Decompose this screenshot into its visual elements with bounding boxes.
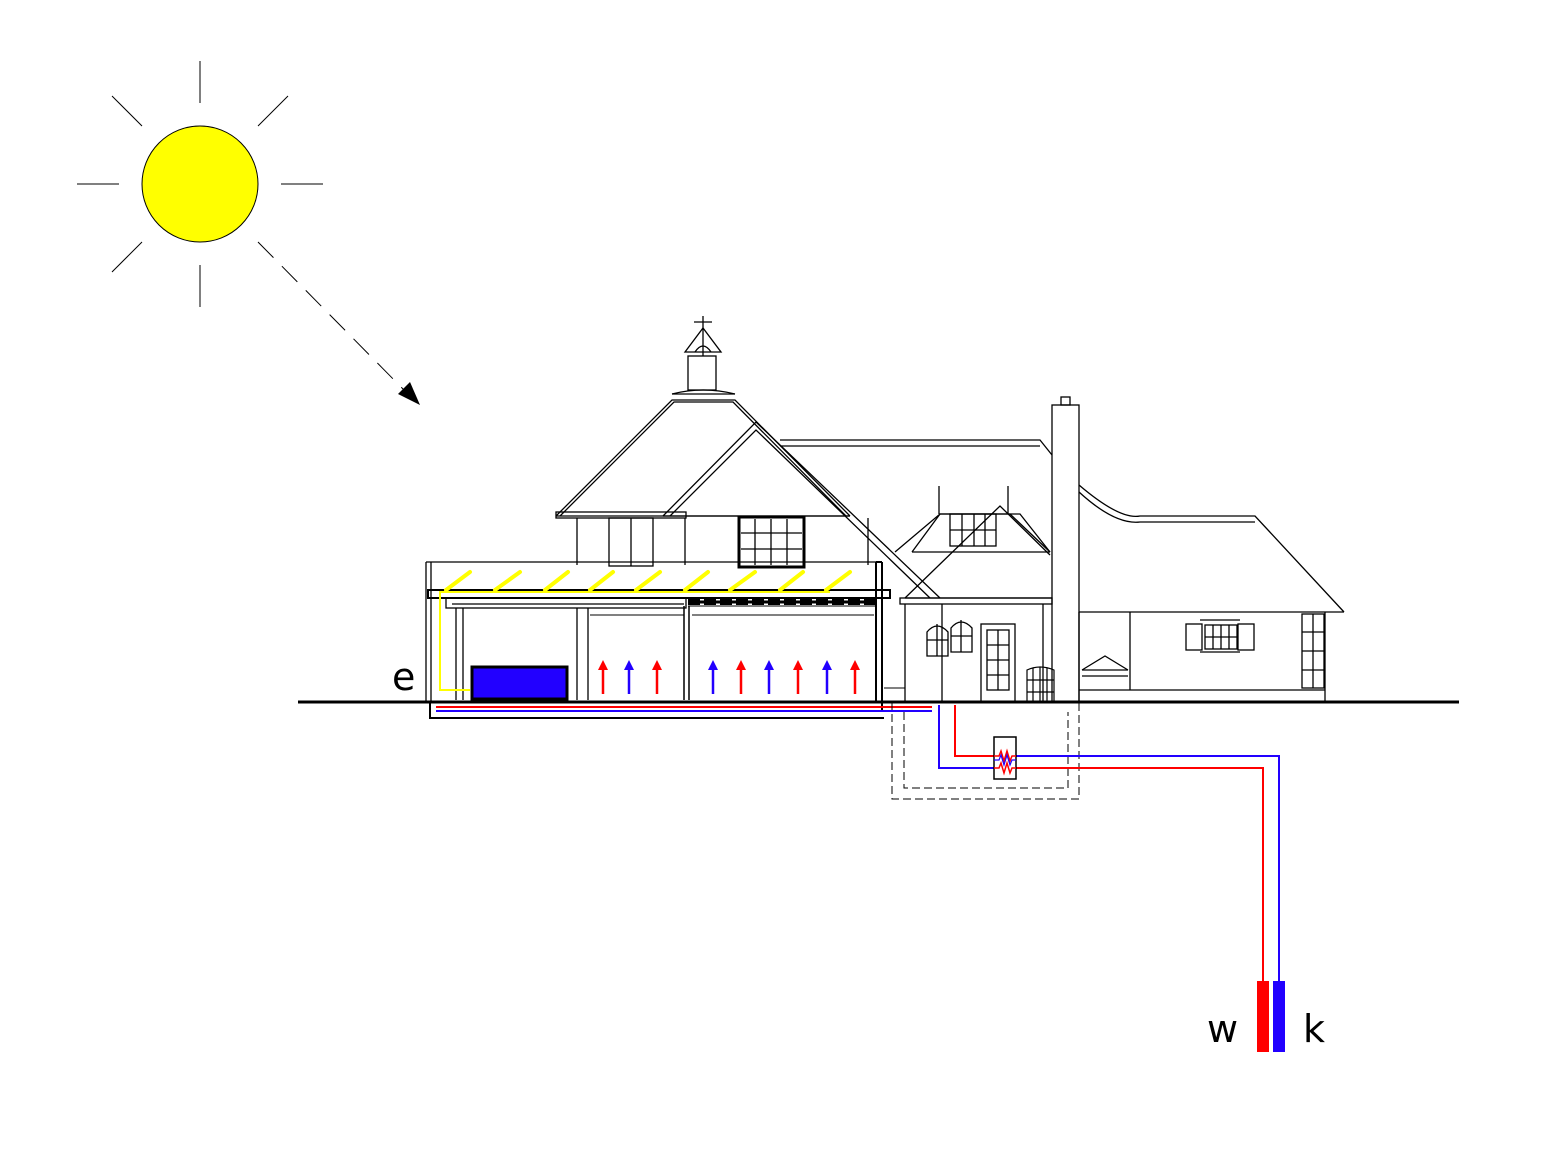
warm-ground-pipe: [1016, 767, 1264, 982]
sun-rays: [77, 61, 323, 307]
label-cold: k: [1303, 1007, 1325, 1051]
airflow-arrows: [598, 660, 860, 694]
dashed-arrow: [257, 241, 420, 405]
solar-collector-lines: [444, 570, 852, 592]
cold-supply-pipe: [938, 705, 994, 769]
weathervane-icon: [683, 316, 723, 356]
cold-air-arrow: [764, 660, 774, 694]
cold-ground-pipe: [1016, 755, 1280, 982]
label-electric: e: [392, 655, 415, 699]
heat-storage-tank: [470, 665, 569, 701]
warm-air-arrow: [652, 660, 662, 694]
warm-supply-pipe: [954, 705, 994, 757]
cold-air-arrow: [708, 660, 718, 694]
cold-probe: [1273, 981, 1285, 1052]
warm-probe: [1257, 981, 1269, 1052]
barrel-icon: [1026, 666, 1055, 703]
label-warm: w: [1207, 1007, 1238, 1051]
warm-air-arrow: [850, 660, 860, 694]
sunroom: [425, 561, 905, 702]
warm-air-arrow: [793, 660, 803, 694]
warm-air-arrow: [598, 660, 608, 694]
collector-pipe: [439, 591, 830, 691]
heat-exchanger-icon: [993, 736, 1017, 780]
cold-air-arrow: [624, 660, 634, 694]
house-outline: [555, 355, 1345, 703]
cold-air-arrow: [822, 660, 832, 694]
basement-outline: [891, 702, 1080, 800]
sun-icon: [141, 125, 259, 243]
heat-pump-pipes: [938, 705, 1280, 982]
warm-air-arrow: [736, 660, 746, 694]
